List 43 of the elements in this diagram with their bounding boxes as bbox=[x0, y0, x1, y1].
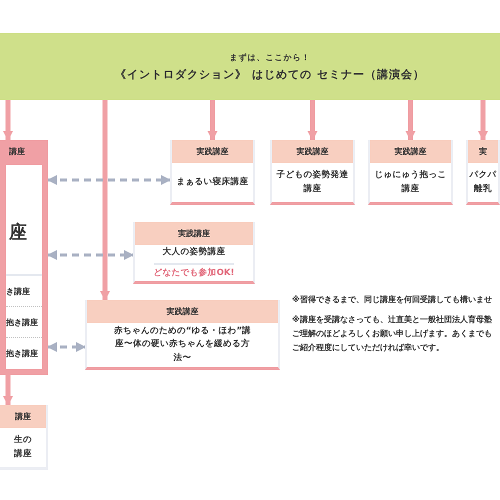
arrow bbox=[478, 100, 488, 141]
course-item: 抱き講座 bbox=[6, 348, 39, 360]
course-title: 生の講座 bbox=[14, 434, 32, 460]
course-card bbox=[368, 140, 453, 205]
title-banner bbox=[0, 33, 500, 100]
course-card bbox=[0, 405, 48, 470]
card-header: 実 bbox=[468, 140, 498, 163]
card-header: 実践講座 bbox=[135, 222, 253, 245]
arrow bbox=[100, 100, 110, 301]
course-title: じゅにゅう抱っこ講座 bbox=[374, 168, 448, 196]
course-card bbox=[85, 300, 280, 370]
course-title: 大人の姿勢講座 bbox=[162, 246, 226, 259]
course-frame bbox=[0, 140, 48, 375]
card-header: 講座 bbox=[0, 405, 46, 428]
dashed-double-arrow bbox=[47, 250, 134, 260]
arrow bbox=[406, 100, 416, 141]
course-title: パクパ離乳 bbox=[468, 168, 498, 196]
subtitle: まずは、ここから！ bbox=[230, 52, 310, 62]
course-title: まぁるい寝床講座 bbox=[176, 176, 250, 189]
course-card bbox=[170, 140, 255, 205]
course-card bbox=[466, 140, 500, 205]
course-title: 子どもの姿勢発達講座 bbox=[276, 168, 350, 196]
card-header: 実践講座 bbox=[172, 140, 253, 163]
arrow bbox=[3, 375, 13, 406]
dashed-double-arrow bbox=[47, 342, 86, 352]
arrow bbox=[3, 100, 13, 141]
note-text: どなたでも参加OK! bbox=[154, 262, 234, 280]
course-title: 座 bbox=[6, 165, 42, 276]
course-card bbox=[133, 222, 255, 284]
course-item: き講座 bbox=[6, 276, 42, 307]
footnote: ※講座を受講なさっても、辻直美と一般社団法人育母塾ご理解のほどよろしくお願い申し上げます。あくまでもご紹介程度にしていただければ幸いです。 bbox=[292, 314, 493, 354]
dashed-double-arrow bbox=[47, 175, 171, 185]
card-header: 講座 bbox=[6, 140, 42, 165]
card-header: 実践講座 bbox=[87, 300, 278, 323]
arrow bbox=[308, 100, 318, 141]
card-header: 実践講座 bbox=[272, 140, 353, 163]
card-header: 実践講座 bbox=[370, 140, 451, 163]
course-item: 抱き講座 bbox=[6, 307, 42, 338]
course-card bbox=[270, 140, 355, 205]
title: 《イントロダクション》 はじめての セミナー（講演会） bbox=[115, 66, 425, 82]
footnote: ※習得できるまで、同じ講座を何回受講しても構いませ bbox=[292, 294, 493, 306]
course-title: 赤ちゃんのための“ゆる・ほわ”講座〜体の硬い赤ちゃんを緩める方法〜 bbox=[112, 324, 252, 365]
arrow bbox=[208, 100, 218, 141]
